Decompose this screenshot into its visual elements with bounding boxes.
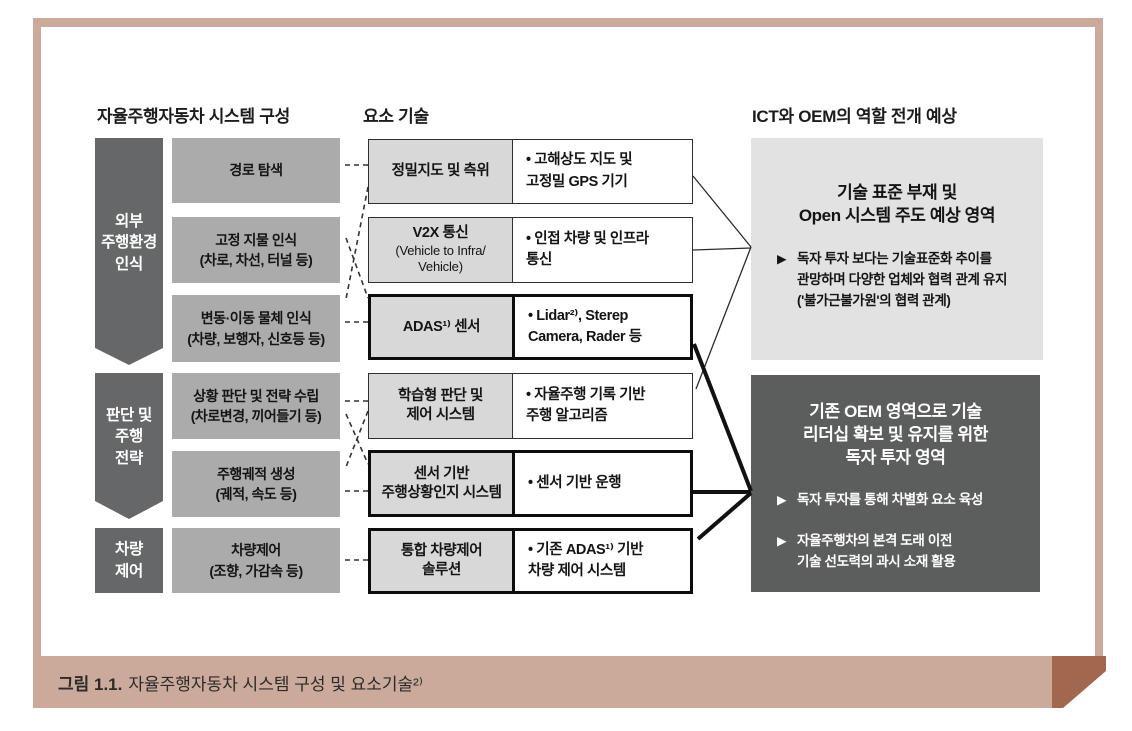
header-system-composition: 자율주행자동차 시스템 구성 xyxy=(97,107,290,126)
frame-left-border xyxy=(33,18,41,657)
bullet-text: 독자 투자를 통해 차별화 요소 육성 xyxy=(797,491,983,507)
box-vehicle-control: 차량제어 (조향, 가감속 등) xyxy=(172,528,340,593)
frame-top-border xyxy=(33,18,1103,27)
tech-desc: • 기존 ADAS¹⁾ 기반 차량 제어 시스템 xyxy=(515,531,690,591)
box-route-search: 경로 탐색 xyxy=(172,138,340,203)
tech-box-adas-sensor: ADAS¹⁾ 센서 • Lidar²⁾, Sterep Camera, Rade… xyxy=(368,294,693,360)
band-judgment-driving-strategy: 판단 및 주행 전략 xyxy=(95,373,163,519)
oem-area-bullet-2: ▶ 자율주행차의 본격 도래 이전 기술 선도력의 과시 소재 활용 xyxy=(777,531,1030,573)
triangle-bullet-icon: ▶ xyxy=(777,492,787,507)
tech-name: 통합 차량제어 솔루션 xyxy=(371,531,515,591)
figure-caption: 그림 1.1. 자율주행자동차 시스템 구성 및 요소기술²⁾ xyxy=(33,656,1052,708)
tech-desc: • Lidar²⁾, Sterep Camera, Rader 등 xyxy=(515,297,690,357)
band-vehicle-control: 차량 제어 xyxy=(95,528,163,593)
caption-corner-fold xyxy=(1052,656,1106,708)
figure-title: 자율주행자동차 시스템 구성 및 요소기술²⁾ xyxy=(128,674,423,694)
tech-name: V2X 통신 (Vehicle to Infra/ Vehicle) xyxy=(369,218,513,282)
tech-name-main: V2X 통신 xyxy=(412,225,469,242)
area-oem-investment: 기존 OEM 영역으로 기술 리더십 확보 및 유지를 위한 독자 투자 영역 … xyxy=(751,375,1040,592)
tech-desc: • 고해상도 지도 및 고정밀 GPS 기기 xyxy=(513,140,692,203)
header-element-tech: 요소 기술 xyxy=(363,107,429,126)
tech-name: 학습형 판단 및 제어 시스템 xyxy=(369,374,513,438)
tech-name-note: (Vehicle to Infra/ Vehicle) xyxy=(395,243,486,275)
frame-right-border xyxy=(1095,18,1103,656)
tech-name: 정밀지도 및 측위 xyxy=(369,140,513,203)
oem-area-title: 기존 OEM 영역으로 기술 리더십 확보 및 유지를 위한 독자 투자 영역 xyxy=(803,402,988,467)
box-fixed-feature-recognition: 고정 지물 인식 (차로, 차선, 터널 등) xyxy=(172,217,340,283)
bullet-text: 독자 투자 보다는 기술표준화 추이를 관망하며 다양한 업체와 협력 관계 유… xyxy=(797,250,1008,308)
box-trajectory-generation: 주행궤적 생성 (궤적, 속도 등) xyxy=(172,451,340,517)
oem-area-bullet-1: ▶ 독자 투자를 통해 차별화 요소 육성 xyxy=(777,490,1030,511)
open-area-bullet: ▶ 독자 투자 보다는 기술표준화 추이를 관망하며 다양한 업체와 협력 관계… xyxy=(777,249,1029,312)
tech-desc: • 자율주행 기록 기반 주행 알고리즘 xyxy=(513,374,692,438)
tech-name: ADAS¹⁾ 센서 xyxy=(371,297,515,357)
band-external-environment-recognition: 외부 주행환경 인식 xyxy=(95,138,163,365)
tech-name: 센서 기반 주행상황인지 시스템 xyxy=(371,453,515,514)
header-ict-oem-roles: ICT와 OEM의 역할 전개 예상 xyxy=(752,107,957,126)
open-area-title: 기술 표준 부재 및 Open 시스템 주도 예상 영역 xyxy=(798,183,996,225)
box-situation-judgment: 상황 판단 및 전략 수립 (차로변경, 끼어들기 등) xyxy=(172,373,340,439)
bullet-text: 자율주행차의 본격 도래 이전 기술 선도력의 과시 소재 활용 xyxy=(797,532,956,569)
triangle-bullet-icon: ▶ xyxy=(777,251,787,266)
tech-box-integrated-control: 통합 차량제어 솔루션 • 기존 ADAS¹⁾ 기반 차량 제어 시스템 xyxy=(368,528,693,594)
tech-box-learning-judgment: 학습형 판단 및 제어 시스템 • 자율주행 기록 기반 주행 알고리즘 xyxy=(368,373,693,439)
tech-desc: • 인접 차량 및 인프라 통신 xyxy=(513,218,692,282)
tech-box-v2x: V2X 통신 (Vehicle to Infra/ Vehicle) • 인접 … xyxy=(368,217,693,283)
tech-desc: • 센서 기반 운행 xyxy=(515,453,690,514)
box-moving-object-recognition: 변동·이동 물체 인식 (차량, 보행자, 신호등 등) xyxy=(172,295,340,362)
triangle-bullet-icon: ▶ xyxy=(777,533,787,548)
figure-number: 그림 1.1. xyxy=(58,674,123,694)
area-open-system: 기술 표준 부재 및 Open 시스템 주도 예상 영역 ▶ 독자 투자 보다는… xyxy=(751,138,1043,360)
tech-box-sensor-situation: 센서 기반 주행상황인지 시스템 • 센서 기반 운행 xyxy=(368,450,693,517)
tech-box-precision-map: 정밀지도 및 측위 • 고해상도 지도 및 고정밀 GPS 기기 xyxy=(368,139,693,204)
